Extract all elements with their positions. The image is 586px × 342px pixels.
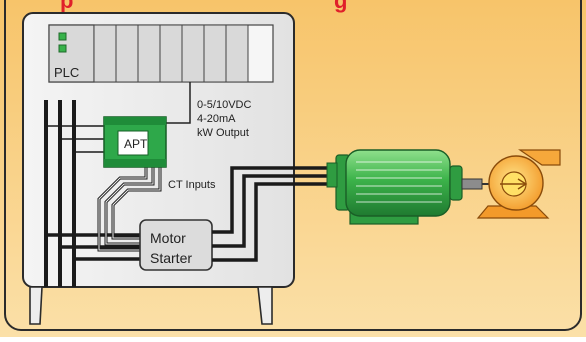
motor-housing (345, 149, 451, 217)
motor-starter-line2: Starter (150, 250, 192, 266)
plc-io-module (181, 24, 205, 83)
ct-inputs-label: CT Inputs (168, 179, 216, 191)
motor-junction-box (326, 162, 338, 188)
motor-starter: Motor Starter (139, 219, 213, 271)
plc-indicator-icon (58, 32, 67, 41)
title-fragment-right: g (334, 0, 347, 13)
motor-starter-line1: Motor (150, 230, 186, 246)
pump-discharge (518, 149, 561, 166)
pump-icon (476, 149, 561, 219)
panel-leg-left (29, 286, 43, 325)
ct-wire-core (112, 167, 161, 239)
plc-label: PLC (54, 65, 79, 80)
apt-module: APT (103, 116, 167, 168)
output-spec-line1: 0-5/10VDC (197, 99, 251, 111)
motor-lead (212, 182, 338, 262)
apt-label-plate (117, 130, 149, 156)
ct-wire-core (98, 167, 147, 251)
motor-shaft (461, 178, 483, 190)
plc-io-module (137, 24, 161, 83)
motor-lead (212, 166, 338, 234)
plc-io-module (115, 24, 139, 83)
motor-lead (212, 174, 338, 248)
motor-cooling-fins (356, 161, 442, 203)
plc-io-module (159, 24, 183, 83)
outer-frame (4, 0, 582, 331)
ct-wire-highlight (98, 167, 161, 251)
panel-leg-right (257, 286, 273, 325)
plc-io-module (203, 24, 227, 83)
apt-voltage-taps (46, 125, 105, 153)
ct-wire-core (105, 167, 154, 245)
pump-arrow-head (517, 178, 528, 190)
plc-rack: PLC (48, 24, 274, 83)
apt-terminal-strip-bottom (104, 159, 166, 167)
pump-base (476, 205, 550, 219)
motor-leads (212, 166, 338, 262)
motor-icon (326, 149, 463, 225)
plc-indicator-icon (58, 44, 67, 53)
title-fragment-left: p (60, 0, 73, 13)
output-spec-line2: 4-20mA (197, 113, 236, 125)
plc-signal-wire (165, 82, 191, 124)
plc-io-module (93, 24, 117, 83)
output-spec-line3: kW Output (197, 127, 249, 139)
apt-label: APT (124, 137, 148, 151)
motor-front-bell (449, 165, 463, 201)
apt-terminal-strip-top (104, 117, 166, 125)
incoming-power-bus (44, 100, 76, 287)
plc-io-module (225, 24, 249, 83)
